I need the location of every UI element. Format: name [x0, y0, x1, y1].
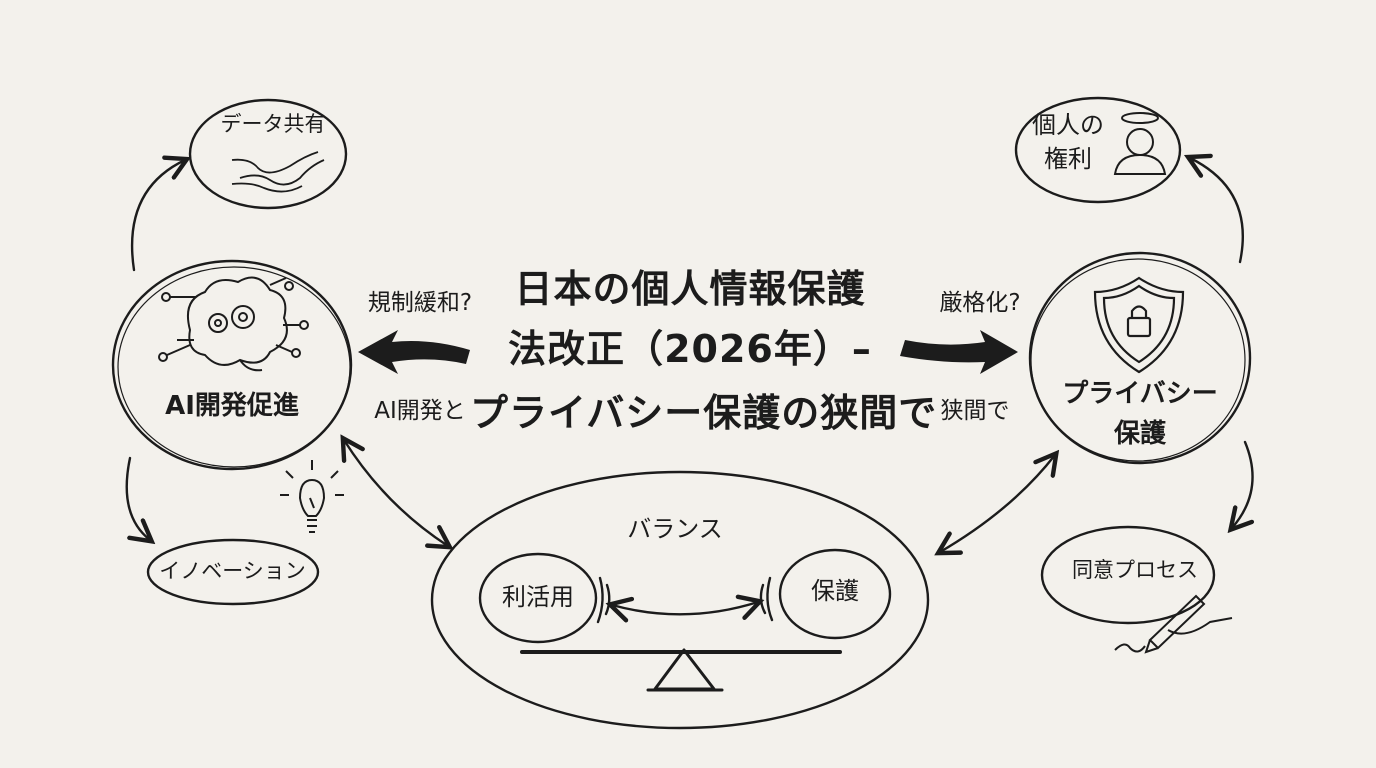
shield-lock-icon: [1093, 276, 1185, 374]
rights-ellipse: [1014, 96, 1182, 204]
innovation-ellipse: [146, 538, 320, 606]
balance-ellipse: [430, 470, 930, 730]
ai-circle: [111, 259, 353, 471]
left-swoosh-arrow: [358, 330, 470, 374]
right-swoosh-arrow: [900, 330, 1018, 374]
deregulation-label: 規制緩和?: [367, 290, 473, 316]
privacy-label-1: プライバシー: [1062, 379, 1218, 409]
rights-label-1: 個人の: [1032, 111, 1104, 139]
between-label: 狭間で: [940, 398, 1010, 424]
weights-double-arrow: [612, 602, 758, 614]
ai-development-label: AI開発促進: [165, 391, 299, 421]
arrow-to-data-sharing: [130, 160, 185, 272]
rights-label-2: 権利: [1044, 145, 1092, 173]
consent-label: 同意プロセス: [1072, 558, 1198, 582]
title-line-2: 法改正（2026年）–: [508, 327, 872, 371]
arrow-to-innovation: [125, 456, 150, 540]
privacy-label-2: 保護: [1113, 419, 1166, 449]
innovation-label: イノベーション: [159, 559, 306, 583]
balance-label: バランス: [627, 515, 723, 543]
stricter-label: 厳格化?: [939, 290, 1021, 316]
pen-signature-icon: [1114, 594, 1233, 654]
utilization-label: 利活用: [502, 583, 574, 611]
lightbulb-icon: [280, 460, 344, 533]
title-line-3: プライバシー保護の狭間で: [470, 391, 938, 435]
privacy-circle: [1028, 251, 1252, 465]
left-weight-circle: [478, 552, 598, 644]
person-halo-icon: [1113, 112, 1167, 175]
data-sharing-ellipse: [188, 98, 348, 210]
data-sharing-label: データ共有: [220, 112, 326, 136]
consent-ellipse: [1040, 525, 1216, 625]
arrow-ai-balance: [344, 440, 448, 546]
title-line-1: 日本の個人情報保護: [514, 267, 866, 311]
arrow-to-rights: [1190, 158, 1244, 264]
river-icon: [231, 151, 325, 193]
arrow-privacy-balance: [940, 455, 1055, 552]
brain-gears-icon: [158, 276, 309, 372]
arrow-to-consent: [1232, 440, 1253, 528]
protection-label: 保護: [811, 577, 859, 605]
right-weight-circle: [778, 548, 892, 640]
ai-and-label: AI開発と: [374, 398, 466, 424]
